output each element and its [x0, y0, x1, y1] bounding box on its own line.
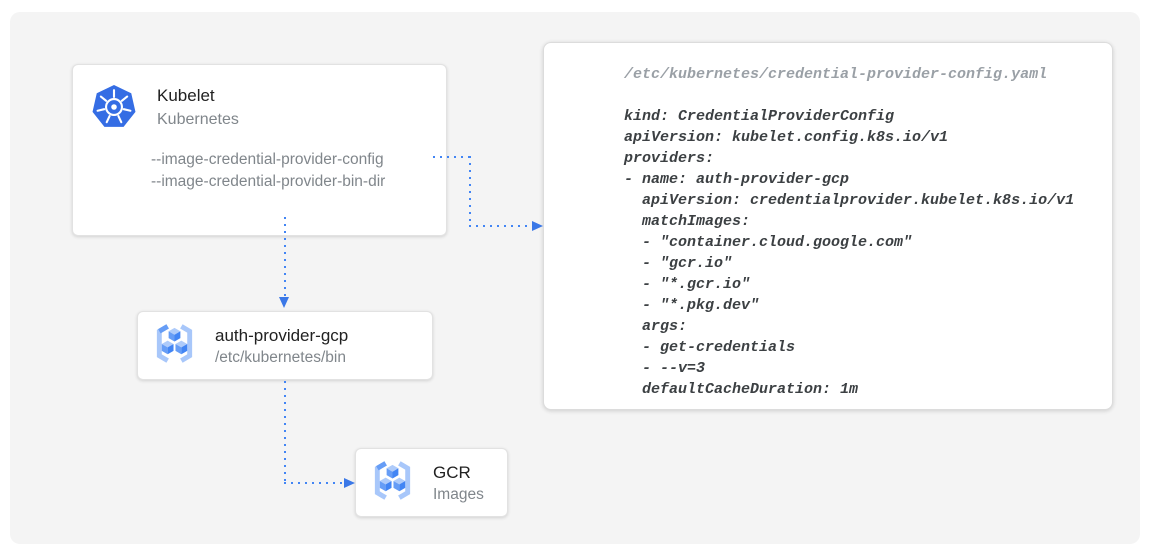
- yaml-code-line: - --v=3: [624, 360, 706, 377]
- arrowhead-into-yaml-panel: [532, 221, 543, 231]
- gcr-subtitle: Images: [433, 485, 484, 503]
- kubelet-title: Kubelet: [157, 86, 215, 105]
- arrowhead-into-auth-provider: [279, 297, 289, 308]
- yaml-code-line: providers:: [624, 150, 715, 167]
- yaml-code-line: - "*.gcr.io": [624, 276, 751, 293]
- yaml-code-line: - "*.pkg.dev": [624, 297, 760, 314]
- kubelet-flag: --image-credential-provider-config: [151, 151, 384, 168]
- yaml-code-line: - "gcr.io": [624, 255, 733, 272]
- auth-provider-title: auth-provider-gcp: [215, 325, 349, 345]
- auth-provider-subtitle: /etc/kubernetes/bin: [215, 348, 346, 366]
- yaml-code-line: args:: [624, 318, 688, 335]
- yaml-code-line: defaultCacheDuration: 1m: [624, 381, 859, 398]
- node-auth-provider-gcp: auth-provider-gcp /etc/kubernetes/bin: [137, 311, 433, 380]
- yaml-code-line: kind: CredentialProviderConfig: [624, 108, 895, 125]
- kubelet-subtitle: Kubernetes: [157, 111, 239, 128]
- gcr-title: GCR: [433, 462, 471, 482]
- connector-config-to-yaml-seg2: [469, 156, 471, 226]
- kubelet-flag: --image-credential-provider-bin-dir: [151, 173, 386, 190]
- node-kubelet: Kubelet Kubernetes --image-credential-pr…: [72, 64, 447, 236]
- yaml-code-line: - get-credentials: [624, 339, 796, 356]
- connector-config-to-yaml-seg3: [469, 225, 532, 227]
- kubelet-flags: --image-credential-provider-config --imag…: [151, 149, 385, 193]
- yaml-code-line: - "container.cloud.google.com": [624, 234, 913, 251]
- yaml-code: kind: CredentialProviderConfig apiVersion…: [624, 106, 1092, 400]
- yaml-code-line: - name: auth-provider-gcp: [624, 171, 850, 188]
- kubernetes-icon: [91, 84, 137, 135]
- connector-auth-to-gcr-seg1: [284, 381, 286, 483]
- connector-auth-to-gcr-seg2: [284, 482, 344, 484]
- container-registry-icon: [369, 457, 416, 509]
- node-gcr: GCR Images: [355, 448, 508, 517]
- arrowhead-into-gcr: [344, 478, 355, 488]
- yaml-code-line: apiVersion: kubelet.config.k8s.io/v1: [624, 129, 949, 146]
- container-registry-icon: [151, 320, 198, 372]
- connector-config-to-yaml-seg1: [433, 156, 470, 158]
- yaml-code-line: apiVersion: credentialprovider.kubelet.k…: [624, 192, 1075, 209]
- yaml-config-panel: /etc/kubernetes/credential-provider-conf…: [543, 42, 1113, 410]
- yaml-filename: /etc/kubernetes/credential-provider-conf…: [624, 66, 1048, 83]
- yaml-code-line: matchImages:: [624, 213, 751, 230]
- connector-kubelet-to-auth: [284, 217, 286, 297]
